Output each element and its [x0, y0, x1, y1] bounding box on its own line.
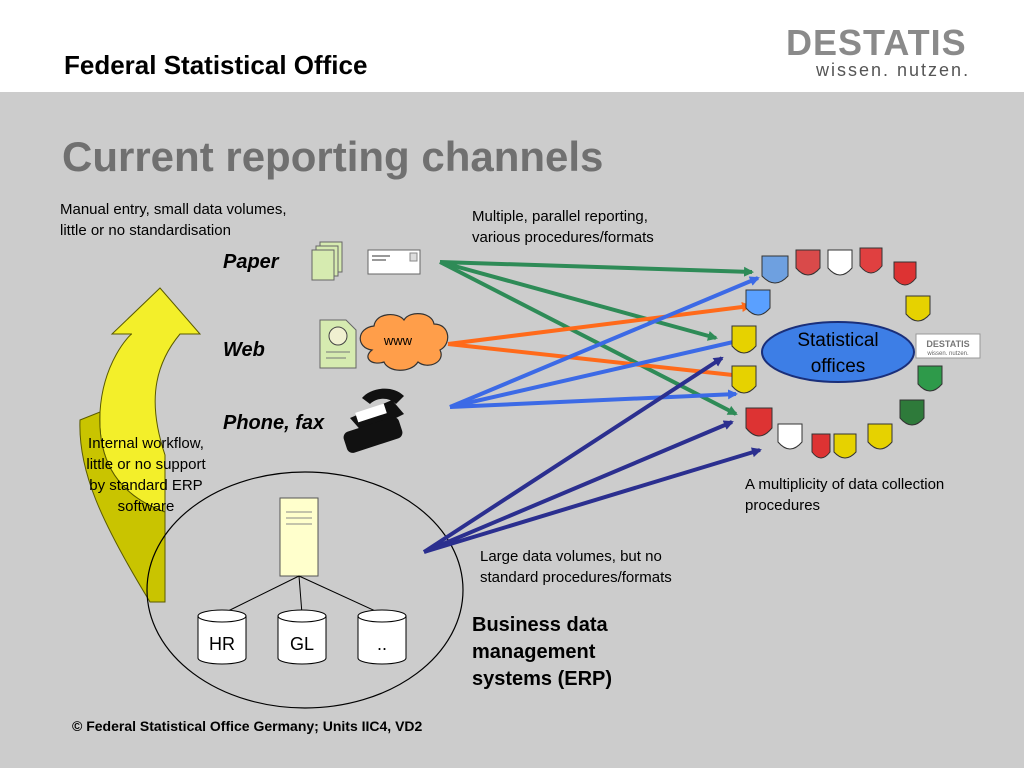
erp-label: Business data management systems (ERP): [472, 614, 613, 690]
slide-background: [0, 92, 1024, 768]
logo-tagline: wissen. nutzen.: [816, 60, 971, 80]
coat-of-arms-baden-wuerttemberg-icon: [833, 433, 857, 459]
note-multiplicity: A multiplicity of data collection proced…: [745, 476, 945, 514]
note-manual-entry: Manual entry, small data volumes, little…: [60, 201, 287, 239]
note-multiple-parallel: Multiple, parallel reporting, various pr…: [472, 208, 654, 246]
channel-phone-fax: Phone, fax: [223, 412, 325, 434]
coat-of-arms-mecklenburg-icon: [731, 325, 757, 354]
coat-of-arms-hamburg-icon: [859, 247, 883, 274]
footer-copyright: © Federal Statistical Office Germany; Un…: [72, 718, 423, 734]
coat-of-arms-bavaria-icon: [761, 255, 789, 284]
envelope-icon: [367, 249, 421, 275]
server-icon: [279, 497, 319, 577]
coat-of-arms-bremen-icon: [905, 295, 931, 322]
www-cloud-icon: [359, 313, 449, 371]
coat-of-arms-rhineland-icon: [811, 433, 831, 459]
coat-of-arms-brandenburg-eagle-icon: [777, 423, 803, 450]
svg-text:wissen. nutzen.: wissen. nutzen.: [926, 351, 969, 357]
erp-arrow-3: [423, 447, 762, 554]
header-bar: Federal Statistical Office DESTATIS wiss…: [0, 0, 1024, 92]
paper-arrow-3: [439, 260, 738, 416]
phone-arrow-1: [449, 276, 760, 409]
destatis-logo: DESTATIS wissen. nutzen.: [786, 22, 996, 84]
database-label-gl: GL: [290, 634, 314, 654]
web-arrow-2: [447, 342, 744, 381]
note-internal-workflow: Internal workflow, little or no support …: [86, 435, 206, 515]
database-gl: [277, 609, 327, 665]
web-document-icon: [319, 319, 357, 369]
database-label-other: ..: [377, 634, 387, 654]
phone-arrow-3: [449, 389, 738, 409]
fax-machine-icon: [343, 388, 404, 453]
workflow-arrow-shadow: [79, 411, 166, 603]
coat-of-arms-lower-saxony-icon: [745, 407, 773, 437]
erp-arrow-1: [422, 356, 724, 554]
note-large-volumes: Large data volumes, but no standard proc…: [480, 548, 672, 586]
web-arrow-1: [447, 302, 752, 346]
database-hr: [197, 609, 247, 665]
www-label: www: [383, 333, 413, 348]
coat-of-arms-brandenburg-icon: [731, 365, 757, 394]
destatis-mini-logo: DESTATIS wissen. nutzen.: [915, 333, 981, 359]
svg-text:DESTATIS: DESTATIS: [926, 339, 969, 349]
channel-paper: Paper: [223, 251, 279, 273]
erp-boundary: [146, 471, 464, 709]
coat-of-arms-saxony-anhalt-icon: [795, 249, 821, 276]
logo-wordmark: DESTATIS: [786, 22, 967, 63]
database-label-hr: HR: [209, 634, 235, 654]
phone-arrow-2: [449, 336, 744, 409]
coat-of-arms-thuringia-icon: [899, 399, 925, 426]
statistical-offices-line1: Statistical: [797, 330, 878, 351]
coat-of-arms-hesse-icon: [745, 289, 771, 316]
erp-arrow-2: [423, 420, 734, 554]
paper-stack-icon: [311, 241, 343, 281]
state-coats-of-arms: [731, 247, 943, 459]
organization-title: Federal Statistical Office: [64, 50, 368, 80]
coat-of-arms-saarland-icon: [893, 261, 917, 286]
database-other: [357, 609, 407, 665]
statistical-offices-line2: offices: [811, 356, 866, 377]
coat-of-arms-nrw-icon: [917, 365, 943, 392]
paper-arrow-2: [439, 260, 718, 341]
paper-arrow-1: [439, 260, 754, 277]
channel-web: Web: [223, 339, 265, 361]
coat-of-arms-saxony-icon: [867, 423, 893, 450]
slide-title: Current reporting channels: [62, 133, 604, 180]
statistical-offices-node: [761, 321, 915, 383]
coat-of-arms-berlin-icon: [827, 249, 853, 276]
